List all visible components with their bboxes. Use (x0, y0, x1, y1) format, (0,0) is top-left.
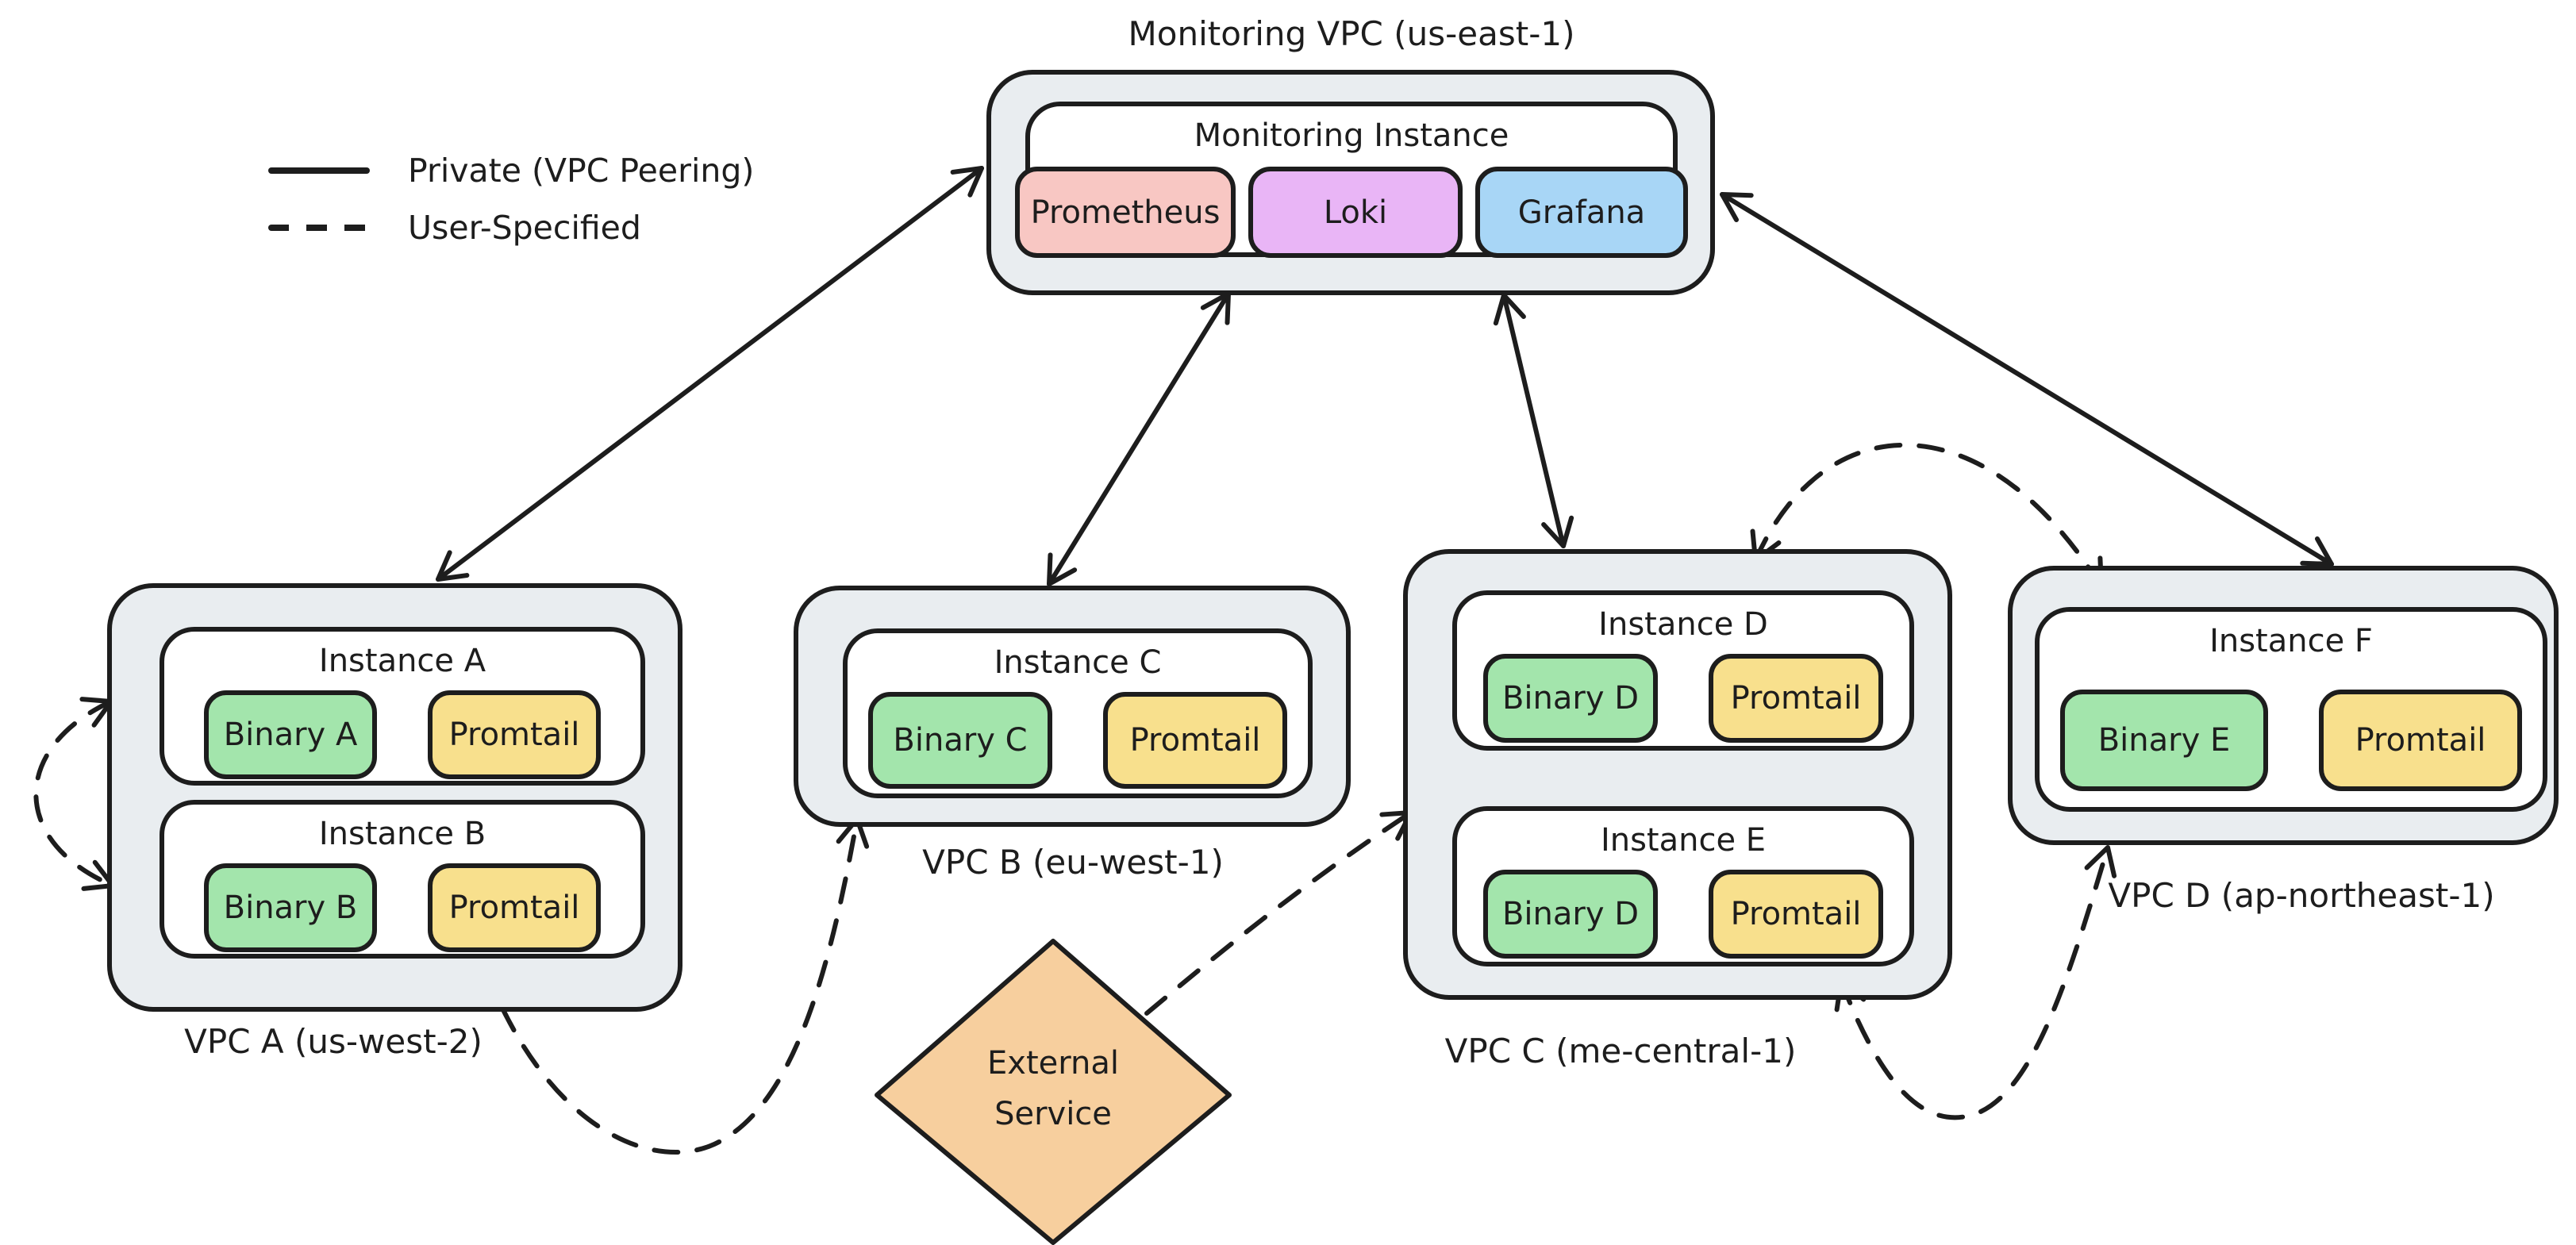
component-label: Binary D (1501, 896, 1640, 932)
legend-label: Private (VPC Peering) (408, 152, 755, 190)
component-label: Binary A (223, 717, 358, 753)
monitoring-vpc-label: Monitoring VPC (us-east-1) (1128, 14, 1575, 53)
instance-label: Instance E (1600, 822, 1767, 859)
component-label: Promtail (448, 890, 580, 926)
external-service-diamond (875, 939, 1232, 1245)
vpc-a-label: VPC A (us-west-2) (184, 1022, 483, 1061)
components-row: Binary D Promtail (1483, 654, 1883, 743)
dashed-line-swatch (268, 225, 370, 231)
service-label: Grafana (1517, 194, 1646, 231)
component-label: Promtail (448, 717, 580, 753)
instance-d-box: Instance D Binary D Promtail (1452, 590, 1914, 751)
component-label: Binary D (1501, 680, 1640, 717)
components-row: Binary E Promtail (2060, 690, 2522, 791)
vpc-d-box: Instance F Binary E Promtail (2008, 566, 2559, 845)
legend-item-private: Private (VPC Peering) (268, 148, 754, 194)
edge-monitoring-vpc-d (1720, 192, 2334, 567)
vpc-d-label: VPC D (ap-northeast-1) (2108, 876, 2495, 915)
service-label: Prometheus (1030, 194, 1221, 231)
components-row: Binary D Promtail (1483, 870, 1883, 959)
component-binary-d: Binary D (1483, 654, 1658, 743)
component-label: Promtail (1129, 722, 1261, 759)
instance-e-box: Instance E Binary D Promtail (1452, 806, 1914, 966)
edge-monitoring-vpc-b (1047, 291, 1231, 586)
components-row: Binary B Promtail (204, 863, 601, 952)
service-prometheus: Prometheus (1015, 167, 1236, 258)
component-promtail: Promtail (428, 690, 601, 779)
instance-b-box: Instance B Binary B Promtail (160, 800, 645, 959)
components-row: Binary A Promtail (204, 690, 601, 779)
edge-monitoring-vpc-c (1493, 293, 1574, 548)
service-label: Loki (1323, 194, 1388, 231)
edge-vpc-c-vpc-d-top (1750, 442, 2104, 590)
vpc-b-box: Instance C Binary C Promtail (794, 586, 1351, 827)
monitoring-instance-box: Monitoring Instance Prometheus Loki Graf… (1015, 102, 1688, 258)
instance-label: Instance D (1598, 606, 1768, 643)
vpc-c-label: VPC C (me-central-1) (1444, 1032, 1797, 1070)
edge-instance-a-instance-b (33, 697, 115, 891)
instance-label: Instance A (318, 643, 486, 679)
legend: Private (VPC Peering) User-Specified (268, 148, 754, 262)
instance-a-box: Instance A Binary A Promtail (160, 627, 645, 786)
instance-label: Instance B (318, 816, 486, 852)
component-binary-e: Binary E (2060, 690, 2268, 791)
component-label: Promtail (1730, 896, 1862, 932)
component-label: Binary C (893, 722, 1028, 759)
edge-monitoring-vpc-a (436, 166, 984, 582)
component-label: Binary E (2097, 722, 2231, 759)
component-binary-d: Binary D (1483, 870, 1658, 959)
monitoring-services-row: Prometheus Loki Grafana (1015, 167, 1688, 258)
external-service-line2: Service (994, 1096, 1112, 1132)
component-label: Promtail (2355, 722, 2486, 759)
component-label: Promtail (1730, 680, 1862, 717)
legend-item-user-specified: User-Specified (268, 205, 754, 251)
edge-vpc-c-vpc-d-bottom (1834, 845, 2117, 1120)
component-promtail: Promtail (1709, 870, 1883, 959)
instance-label: Instance C (994, 644, 1162, 681)
instance-f-box: Instance F Binary E Promtail (2035, 607, 2547, 812)
components-row: Binary C Promtail (868, 692, 1287, 789)
component-binary-a: Binary A (204, 690, 377, 779)
edge-vpc-a-vpc-b (479, 817, 870, 1155)
component-promtail: Promtail (1103, 692, 1287, 789)
solid-line-swatch (268, 167, 370, 174)
component-promtail: Promtail (1709, 654, 1883, 743)
external-service-line1: External (987, 1045, 1119, 1082)
external-service-label: External Service (987, 1038, 1119, 1139)
component-binary-c: Binary C (868, 692, 1052, 789)
legend-label: User-Specified (408, 209, 641, 247)
edge-external-vpc-c (1144, 810, 1413, 1016)
vpc-b-label: VPC B (eu-west-1) (922, 843, 1224, 882)
vpc-c-box: Instance D Binary D Promtail Instance E … (1403, 549, 1952, 1000)
instance-label: Instance F (2209, 623, 2373, 659)
component-label: Binary B (223, 890, 358, 926)
component-binary-b: Binary B (204, 863, 377, 952)
service-grafana: Grafana (1475, 167, 1688, 258)
service-loki: Loki (1248, 167, 1463, 258)
component-promtail: Promtail (428, 863, 601, 952)
instance-c-box: Instance C Binary C Promtail (843, 628, 1313, 798)
monitoring-vpc-box: Monitoring Instance Prometheus Loki Graf… (986, 70, 1715, 295)
vpc-a-box: Instance A Binary A Promtail Instance B … (107, 583, 682, 1012)
monitoring-instance-label: Monitoring Instance (1194, 117, 1509, 154)
component-promtail: Promtail (2319, 690, 2522, 791)
